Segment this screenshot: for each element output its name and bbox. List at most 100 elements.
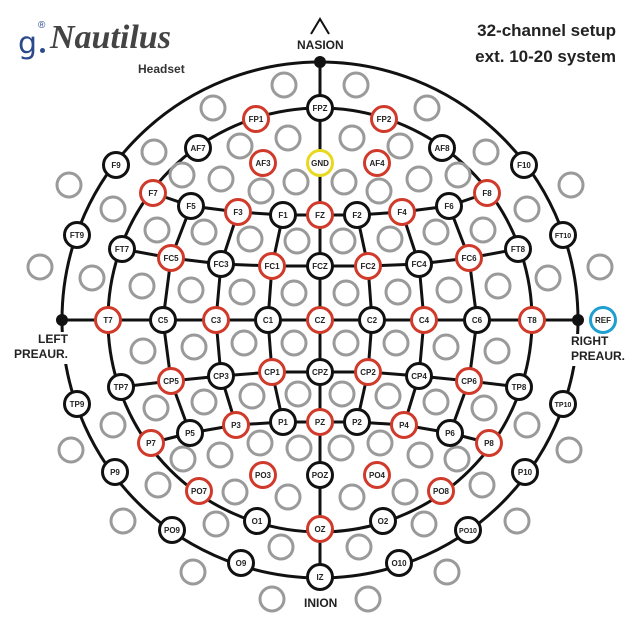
logo-registered: ® — [38, 20, 46, 31]
unused-electrode-position — [221, 478, 249, 506]
unused-electrode-position — [246, 429, 274, 457]
electrode-ring — [354, 358, 382, 386]
electrode-af3: AF3 — [249, 149, 277, 177]
electrode-ring — [184, 134, 212, 162]
unused-electrode-position — [513, 411, 541, 439]
unused-electrode-position — [128, 272, 156, 300]
electrode-ring — [139, 179, 167, 207]
electrode-label: OZ — [314, 525, 325, 534]
nose-icon — [310, 17, 330, 35]
electrode-t8: T8 — [518, 306, 546, 334]
electrode-ft8: FT8 — [504, 235, 532, 263]
electrode-ring — [242, 105, 270, 133]
electrode-label: C1 — [263, 316, 274, 325]
electrode-ring — [227, 549, 255, 577]
electrode-ring — [249, 149, 277, 177]
electrode-label: O9 — [236, 559, 247, 568]
unused-electrode-position — [258, 585, 286, 613]
title-line-2: ext. 10-20 system — [475, 47, 616, 66]
electrode-label: F3 — [233, 208, 243, 217]
unused-electrode-position — [285, 434, 313, 462]
electrode-label: F5 — [186, 202, 196, 211]
unused-electrode-position — [282, 168, 310, 196]
electrode-label: CPZ — [312, 368, 328, 377]
electrode-label: FPZ — [312, 104, 327, 113]
unused-electrode-position — [129, 337, 157, 365]
electrode-fz: FZ — [306, 201, 334, 229]
unused-electrode-position — [345, 533, 373, 561]
electrode-p1: P1 — [269, 408, 297, 436]
electrode-pz: PZ — [306, 408, 334, 436]
electrode-tp10: TP10 — [549, 390, 577, 418]
electrode-ring — [137, 429, 165, 457]
electrode-label: PZ — [315, 418, 325, 427]
unused-electrode-position — [468, 471, 496, 499]
electrode-f7: F7 — [139, 179, 167, 207]
landmark-dot — [56, 314, 68, 326]
electrode-o9: O9 — [227, 549, 255, 577]
electrode-ring — [157, 244, 185, 272]
electrode-label: P5 — [185, 429, 195, 438]
electrode-label: P7 — [146, 439, 156, 448]
electrode-f9: F9 — [102, 151, 130, 179]
right-label-line-1: RIGHT — [571, 334, 609, 348]
electrode-label: P4 — [399, 421, 409, 430]
electrode-label: P3 — [231, 421, 241, 430]
electrode-o2: O2 — [369, 507, 397, 535]
electrode-cp4: CP4 — [405, 362, 433, 390]
unused-electrode-position — [484, 272, 512, 300]
left-label-line-1: LEFT — [38, 332, 68, 346]
electrode-f2: F2 — [343, 201, 371, 229]
unused-electrode-position — [109, 507, 137, 535]
unused-electrode-position — [374, 382, 402, 410]
unused-electrode-position — [365, 177, 393, 205]
electrode-ring — [363, 461, 391, 489]
unused-electrode-position — [267, 533, 295, 561]
electrode-p5: P5 — [176, 419, 204, 447]
electrode-ring — [388, 198, 416, 226]
unused-electrode-position — [338, 124, 366, 152]
electrode-ring — [306, 515, 334, 543]
unused-electrode-position — [557, 171, 585, 199]
logo-subtitle: Headset — [138, 62, 185, 76]
electrode-po10: PO10 — [454, 516, 482, 544]
electrode-ring — [505, 373, 533, 401]
unused-electrode-position — [330, 168, 358, 196]
electrode-f4: F4 — [388, 198, 416, 226]
electrode-f1: F1 — [269, 201, 297, 229]
unused-electrode-position — [230, 329, 258, 357]
electrode-label: PO7 — [191, 487, 208, 496]
unused-electrode-position — [274, 483, 302, 511]
electrode-label: O10 — [391, 559, 407, 568]
electrode-label: PO8 — [433, 487, 450, 496]
electrode-gnd: GND — [306, 149, 334, 177]
unused-electrode-position — [202, 510, 230, 538]
unused-electrode-position — [391, 478, 419, 506]
unused-electrode-position — [177, 276, 205, 304]
electrode-label: F7 — [148, 189, 158, 198]
electrode-f3: F3 — [224, 198, 252, 226]
electrode-ring — [306, 94, 334, 122]
electrode-cp1: CP1 — [258, 358, 286, 386]
electrode-label: FC5 — [163, 254, 179, 263]
unused-electrode-position — [410, 510, 438, 538]
electrode-label: C4 — [419, 316, 430, 325]
electrode-tp9: TP9 — [63, 390, 91, 418]
electrode-p8: P8 — [475, 429, 503, 457]
electrode-po9: PO9 — [158, 516, 186, 544]
electrode-label: CP3 — [213, 372, 229, 381]
electrode-label: AF4 — [369, 159, 385, 168]
unused-electrode-position — [443, 445, 471, 473]
electrode-ring — [107, 373, 135, 401]
unused-electrode-position — [376, 225, 404, 253]
electrode-label: F2 — [352, 211, 362, 220]
title-line-1: 32-channel setup — [477, 21, 616, 40]
electrode-label: FC3 — [213, 260, 229, 269]
unused-electrode-position — [384, 278, 412, 306]
electrode-cp3: CP3 — [207, 362, 235, 390]
unused-electrode-position — [140, 138, 168, 166]
electrode-ring — [306, 252, 334, 280]
unused-electrode-position — [247, 177, 275, 205]
electrode-ring — [149, 306, 177, 334]
